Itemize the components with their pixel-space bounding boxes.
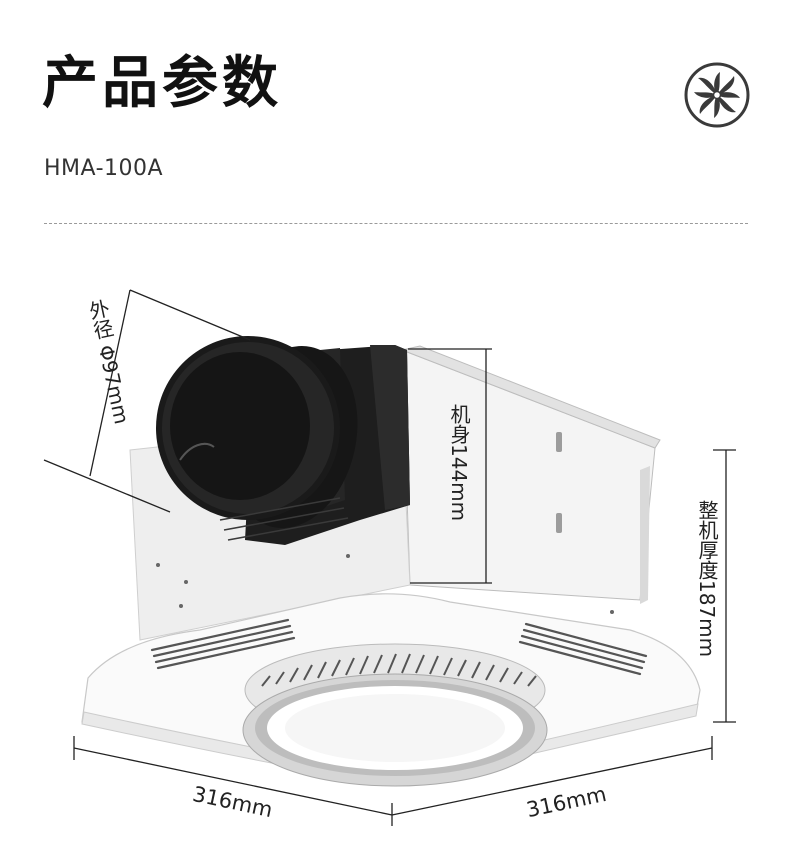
dimension-lines (43, 289, 736, 826)
model-number: HMA-100A (44, 156, 164, 181)
divider (44, 223, 748, 224)
total-thickness-label: 整机厚度187mm (695, 500, 719, 658)
ceiling-panel (81, 593, 701, 787)
body-height-label: 机身144mm (447, 404, 471, 522)
page-title: 产品参数 (42, 51, 282, 116)
fan-blade-icon (684, 62, 750, 128)
air-duct (156, 336, 410, 545)
